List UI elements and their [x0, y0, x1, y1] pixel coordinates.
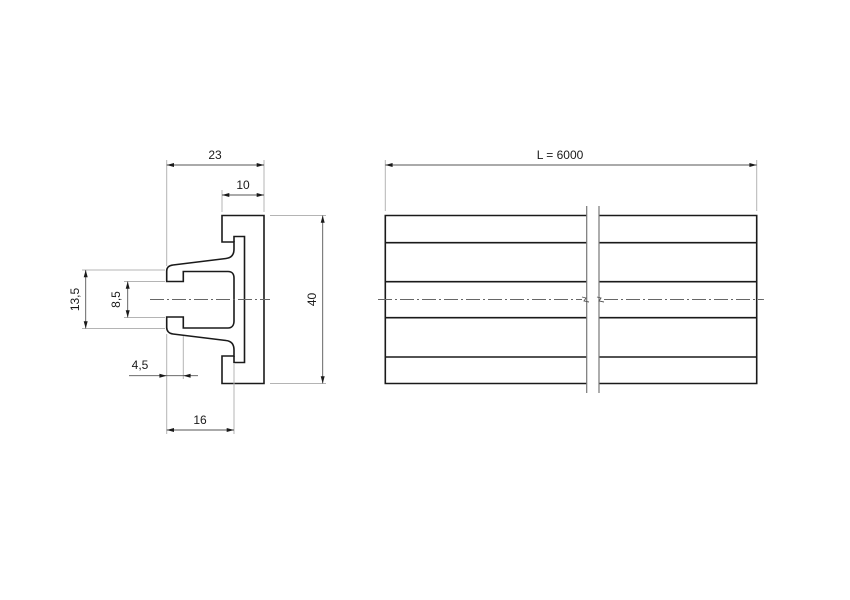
- dimension-back-width: 10: [222, 178, 264, 197]
- length-view: L = 6000: [378, 148, 764, 393]
- dimension-total-width: 23: [166, 148, 264, 167]
- dimension-total-height: 40: [305, 215, 325, 384]
- longitudinal-lines: [385, 241, 757, 358]
- profile-outline: [165, 214, 265, 385]
- cross-section-view: 23 10 40 13,5 8,5: [68, 148, 326, 434]
- dimension-slot-height: 8,5: [109, 281, 130, 318]
- dimension-label-40: 40: [305, 293, 319, 307]
- break-zigzag-right: [596, 296, 605, 303]
- dimension-length: L = 6000: [385, 148, 757, 167]
- dimension-label-16: 16: [193, 413, 207, 427]
- break-zigzag-left: [581, 296, 590, 303]
- dimension-label-8-5: 8,5: [109, 291, 123, 308]
- dimension-label-4-5: 4,5: [132, 358, 149, 372]
- length-view-right-segment: [599, 214, 758, 385]
- dimension-lip-width: 4,5: [129, 358, 198, 378]
- dimension-depth: 16: [166, 413, 234, 432]
- dimension-label-10: 10: [236, 178, 250, 192]
- dimension-label-length: L = 6000: [537, 148, 584, 162]
- dimension-label-23: 23: [208, 148, 222, 162]
- dimension-label-13-5: 13,5: [68, 287, 82, 311]
- dimension-opening-height: 13,5: [68, 270, 88, 329]
- break-symbol: [581, 206, 605, 393]
